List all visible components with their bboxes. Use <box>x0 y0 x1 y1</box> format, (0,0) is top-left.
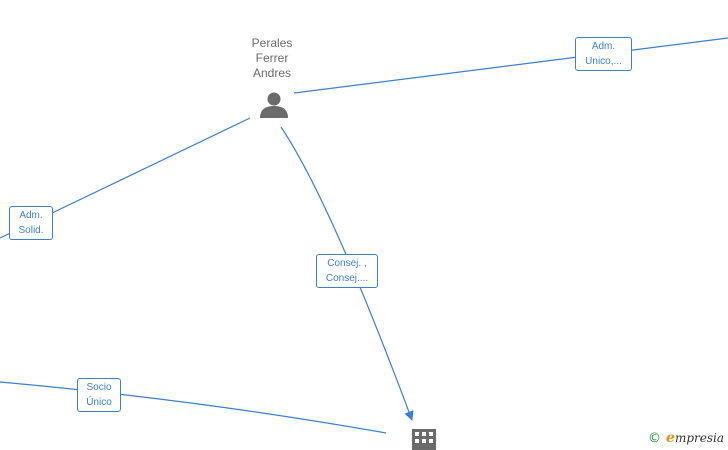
edge-adm-unico[interactable] <box>293 37 728 94</box>
edge-label-line: Único <box>86 397 112 408</box>
edge-label-line: Consej.... <box>325 273 369 284</box>
edge-label-consej[interactable]: Consej. , Consej.... <box>316 254 378 288</box>
person-icon[interactable] <box>260 92 288 119</box>
edge-label-line: Socio <box>86 382 112 393</box>
person-name-line: Perales <box>251 36 293 50</box>
edge-label-line: Consej. , <box>327 258 367 269</box>
edge-label-line: Solid. <box>18 225 44 236</box>
edge-label-line: Adm. <box>19 210 43 221</box>
edge-socio-unico[interactable] <box>0 381 387 434</box>
edge-label-adm-solid[interactable]: Adm. Solid. <box>9 206 53 240</box>
edge-label-socio-unico[interactable]: Socio Único <box>77 378 121 412</box>
edge-label-line: Unico,... <box>585 56 622 67</box>
brand-initial: e <box>666 430 675 446</box>
brand-name-rest: mpresia <box>674 431 724 445</box>
building-icon[interactable] <box>412 429 436 450</box>
brand-logo: © e mpresia <box>648 430 724 446</box>
edge-consej[interactable] <box>280 126 414 421</box>
person-name[interactable]: Perales Ferrer Andres <box>232 36 312 81</box>
person-name-line: Andres <box>252 66 292 80</box>
copyright-symbol: © <box>648 430 662 446</box>
edge-label-adm-unico[interactable]: Adm. Unico,... <box>575 37 632 71</box>
person-name-line: Ferrer <box>255 51 289 65</box>
edge-label-line: Adm. <box>591 41 616 52</box>
